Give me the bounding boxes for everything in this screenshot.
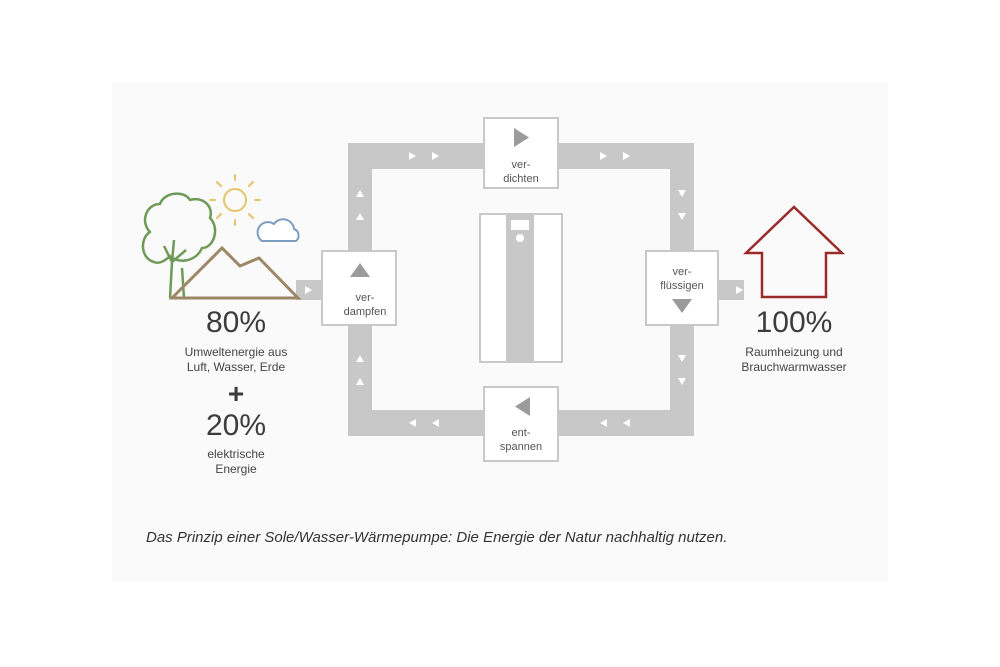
flow-arrows	[305, 152, 743, 427]
flow-arrow-right	[600, 152, 607, 160]
output-label: Raumheizung und Brauchwarmwasser	[724, 345, 864, 375]
condense-label-line1: ver-	[672, 266, 692, 278]
flow-arrow-right	[409, 152, 416, 160]
mountain-icon	[168, 245, 302, 300]
electric-energy-line1: elektrische	[207, 447, 265, 461]
expand-label-line2: spannen	[499, 441, 543, 453]
heat-pump-unit-icon	[479, 213, 563, 363]
triangle-down-icon	[672, 299, 692, 313]
output-percent: 100%	[755, 306, 833, 339]
condense-label: ver- flüssigen	[646, 265, 718, 293]
flow-arrow-left	[623, 419, 630, 427]
flow-arrow-right	[432, 152, 439, 160]
sun-icon	[209, 174, 261, 226]
input-arrow	[305, 286, 312, 294]
triangle-up-icon	[350, 263, 370, 277]
flow-arrow-up	[356, 213, 364, 220]
electric-energy-percent: 20%	[205, 409, 267, 442]
evaporate-label-line2: dampfen	[343, 306, 387, 318]
step-condense	[645, 250, 719, 326]
flow-arrow-up	[356, 378, 364, 385]
environment-energy-line2: Luft, Wasser, Erde	[186, 360, 286, 374]
flow-arrow-up	[356, 355, 364, 362]
environment-energy-label: Umweltenergie aus Luft, Wasser, Erde	[156, 345, 316, 375]
environment-energy-line1: Umweltenergie aus	[184, 345, 288, 359]
flow-arrow-up	[356, 190, 364, 197]
cloud-icon	[256, 218, 300, 242]
step-compress	[483, 117, 559, 189]
output-label-line1: Raumheizung und	[745, 345, 843, 359]
flow-arrow-down	[678, 378, 686, 385]
flow-arrow-left	[432, 419, 439, 427]
expand-box	[483, 386, 559, 462]
expand-label-line1: ent-	[511, 427, 531, 439]
electric-energy-line2: Energie	[215, 462, 257, 476]
play-left-icon	[515, 397, 530, 416]
output-connector	[718, 280, 744, 300]
house-icon	[742, 205, 846, 299]
condense-label-line2: flüssigen	[660, 280, 704, 292]
output-label-line2: Brauchwarmwasser	[741, 360, 847, 374]
flow-arrow-left	[600, 419, 607, 427]
diagram-caption: Das Prinzip einer Sole/Wasser-Wärmepumpe…	[146, 529, 728, 546]
electric-energy-label: elektrische Energie	[176, 447, 296, 477]
step-evaporate	[321, 250, 397, 326]
compress-label-line2: dichten	[503, 173, 539, 185]
compress-label-line1: ver-	[511, 159, 531, 171]
flow-arrow-down	[678, 213, 686, 220]
evaporate-label: ver- dampfen	[328, 291, 402, 319]
plus-sign: +	[227, 378, 245, 409]
compress-box	[483, 117, 559, 189]
evaporate-label-line1: ver-	[355, 292, 375, 304]
compress-label: ver- dichten	[484, 158, 558, 186]
flow-arrow-down	[678, 190, 686, 197]
expand-label: ent- spannen	[484, 426, 558, 454]
play-right-icon	[514, 128, 529, 147]
evaporate-box	[321, 250, 397, 326]
flow-arrow-left	[409, 419, 416, 427]
output-arrow	[736, 286, 743, 294]
step-expand	[483, 386, 559, 462]
environment-energy-percent: 80%	[205, 306, 267, 339]
flow-arrow-down	[678, 355, 686, 362]
flow-arrow-right	[623, 152, 630, 160]
tree-icon	[141, 192, 217, 299]
